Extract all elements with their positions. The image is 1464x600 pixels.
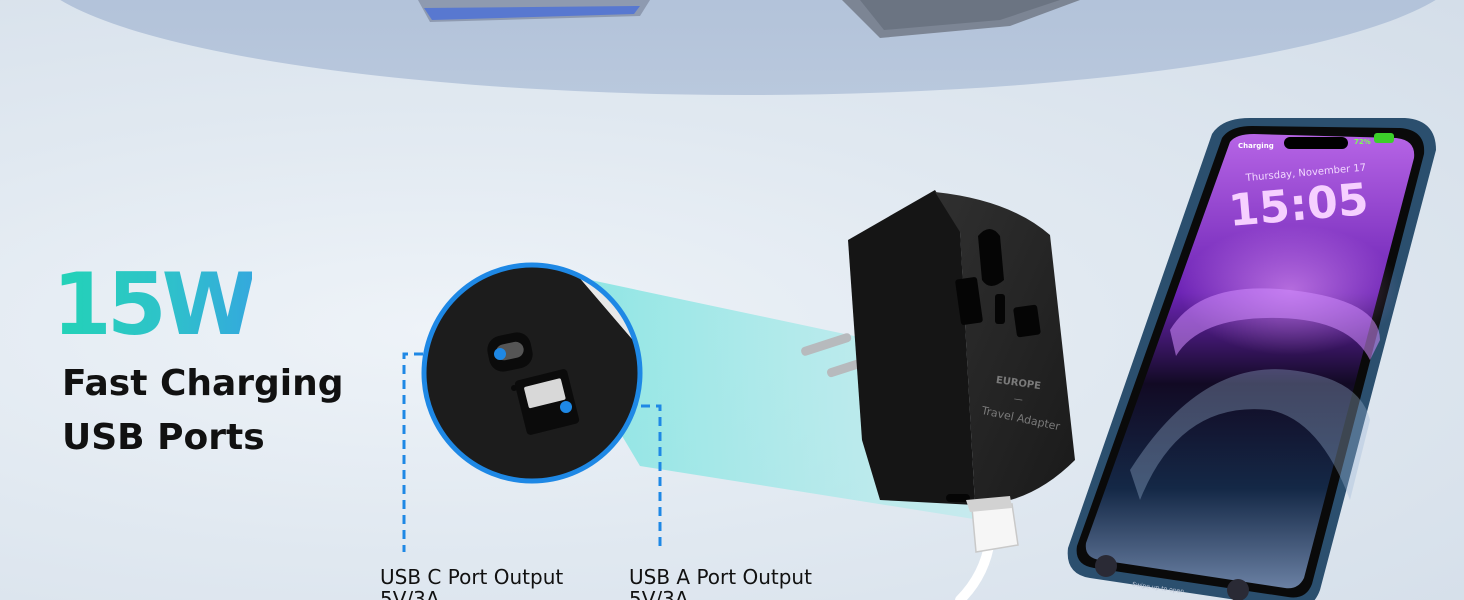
usb-a-callout-spec: 5V/3A xyxy=(629,587,689,600)
adapter-usb-c-port xyxy=(946,494,970,502)
charging-status: Charging xyxy=(1238,142,1274,150)
smartphone: Charging 72% Thursday, November 17 15:05… xyxy=(1067,118,1436,600)
adapter-dash: — xyxy=(1013,394,1023,405)
battery-icon xyxy=(1374,133,1394,143)
dynamic-island xyxy=(1284,137,1348,149)
background-cap xyxy=(60,0,1436,95)
outlet-slot-top xyxy=(978,229,1004,286)
lock-time: 15:05 xyxy=(1227,174,1371,237)
flashlight-icon xyxy=(1095,555,1117,577)
usb-a-callout: USB A Port Output 5V/3A xyxy=(629,566,812,600)
travel-adapter: EUROPE — Travel Adapter xyxy=(801,190,1075,505)
camera-icon xyxy=(1227,579,1249,600)
plug-pin-top xyxy=(801,333,852,356)
zoom-beam xyxy=(520,265,980,520)
subhead-line-1: Fast Charging xyxy=(62,363,344,404)
usb-c-callout-spec: 5V/3A xyxy=(380,587,440,600)
usb-c-callout-title: USB C Port Output xyxy=(380,565,564,589)
usb-cable xyxy=(955,496,1019,600)
usb-a-callout-title: USB A Port Output xyxy=(629,565,812,589)
power-headline: 15W xyxy=(52,255,257,355)
usb-c-callout: USB C Port Output 5V/3A xyxy=(380,566,563,600)
laptop-image xyxy=(418,0,1080,38)
subhead-line-2: USB Ports xyxy=(62,417,265,458)
battery-percent: 72% xyxy=(1354,138,1371,146)
